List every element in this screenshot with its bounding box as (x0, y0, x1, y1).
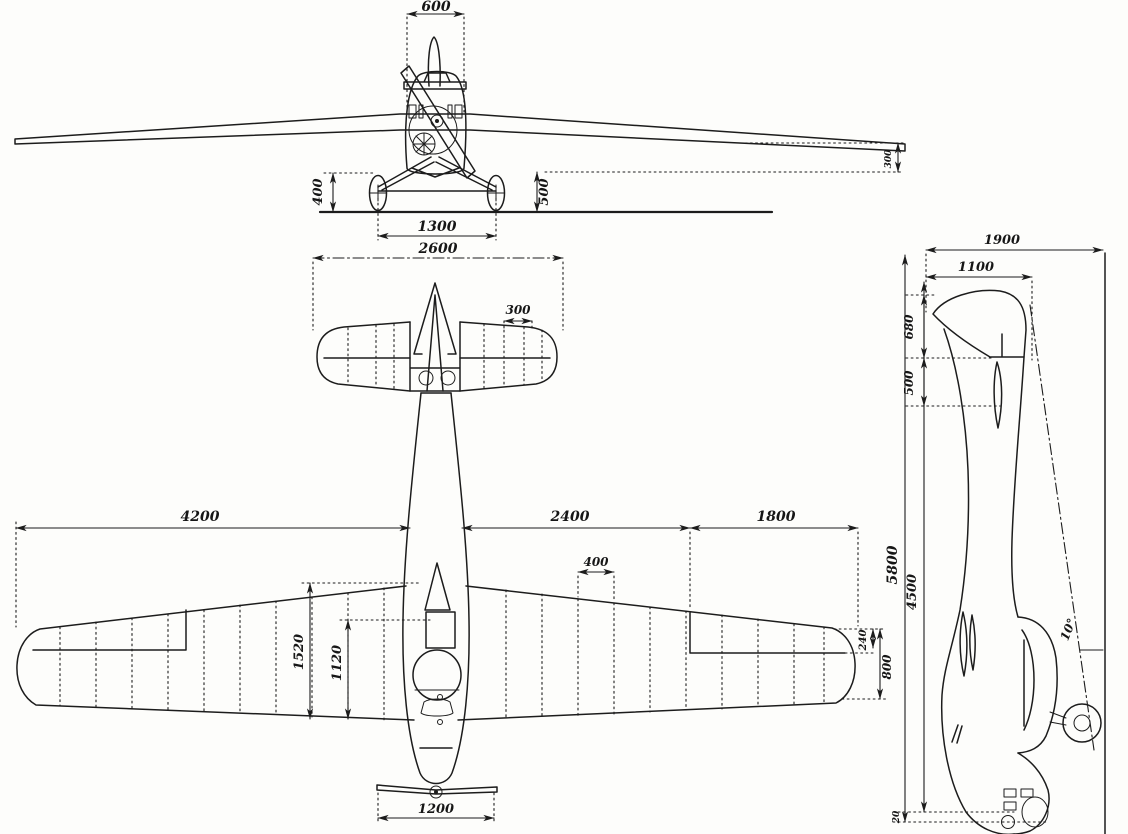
dim-label-wheel-track: 1300 (418, 219, 457, 235)
dim-label-prop-diameter: 1200 (418, 802, 454, 817)
dim-label-tail-rib-spacing: 300 (505, 303, 531, 317)
front-fuselage-outline (404, 70, 467, 178)
plan-fin (413, 282, 457, 392)
side-extension-lines (892, 253, 1049, 823)
dim-label-right-gear: 500 (537, 178, 552, 205)
plan-right-wing-outline (457, 585, 856, 721)
dim-label-tip-chord: 800 (880, 654, 894, 680)
side-exhaust-ports (1003, 788, 1034, 811)
dim-label-aft-length: 4500 (905, 574, 920, 610)
plan-extension-lines (15, 320, 887, 823)
dim-label-left-panel: 4200 (181, 509, 220, 525)
dim-label-tail-span: 1900 (984, 233, 1020, 248)
side-tailplane-blade (993, 361, 1003, 429)
dim-label-ground-angle: 10° (1058, 616, 1079, 642)
plan-cockpit-fitting-a (437, 694, 443, 700)
dim-label-tip-edge: 240 (858, 630, 869, 652)
side-wing-blades (951, 611, 976, 744)
side-wheel-strut (1049, 711, 1067, 726)
dim-label-overall-length: 5800 (885, 545, 901, 584)
plan-tailplane-ribs (347, 323, 543, 390)
side-datum-line (1029, 304, 1095, 751)
dim-label-hub-width: 600 (421, 0, 450, 15)
plan-spinner (429, 785, 443, 799)
dim-label-tailplane-chord: 1100 (958, 260, 994, 275)
plan-elevator-horn-left (418, 370, 434, 386)
dim-label-root-chord: 1520 (292, 634, 307, 670)
dim-label-fin-chord: 680 (902, 314, 916, 340)
plan-view: 4200 2400 1800 400 300 1520 1120 240 800… (15, 282, 894, 823)
plan-spinner-dot (434, 790, 438, 794)
front-view: 600 400 500 1300 2600 300 (14, 0, 906, 331)
plan-fuselage-outline (402, 392, 470, 785)
side-view: 1900 1100 680 500 5800 4500 10° 20 (885, 233, 1106, 834)
dim-label-aileron-station: 1120 (330, 645, 345, 681)
side-canopy (1017, 616, 1058, 754)
front-extension-lines (312, 16, 904, 331)
front-cowl-ring (408, 105, 458, 155)
side-wheel (1062, 703, 1102, 743)
dim-label-left-gear: 400 (311, 178, 326, 205)
front-propeller-blade (400, 65, 476, 179)
dim-label-rib-spacing: 400 (583, 555, 609, 569)
front-cylinder-marks (408, 104, 463, 119)
dim-label-outer-panel: 1800 (757, 509, 796, 525)
plan-tailplane-outline (316, 321, 558, 392)
plan-cockpit-fitting-b (437, 719, 443, 725)
plan-cockpit-coaming (414, 689, 460, 717)
side-carb-intake (1021, 796, 1049, 828)
side-fuselage-outline (940, 328, 1025, 834)
front-prop-hub (430, 114, 444, 128)
front-gear-struts (377, 156, 497, 192)
dim-label-wingtip-rise: 300 (884, 149, 894, 169)
plan-right-wing-ribs (505, 589, 825, 720)
front-wing-outline (14, 113, 906, 152)
dim-label-rudder-chord: 500 (902, 370, 916, 396)
front-fin (403, 36, 467, 90)
plan-tail-center-box (409, 321, 461, 394)
plan-cockpit-opening (412, 649, 462, 701)
plan-headrest-fairing (424, 562, 456, 649)
side-fin-rudder (932, 289, 1027, 358)
front-wheel-hubs (369, 184, 505, 202)
front-prop-hub-dot (435, 119, 439, 123)
front-engine-spokes (412, 132, 436, 156)
plan-elevator-horn-right (440, 370, 456, 386)
dim-label-inner-panel: 2400 (550, 509, 590, 525)
side-wheel-hub (1073, 714, 1091, 732)
plan-left-wing-outline (16, 585, 415, 721)
dim-label-tailplane-span: 2600 (418, 241, 458, 257)
dim-label-clearance: 20 (892, 810, 902, 824)
